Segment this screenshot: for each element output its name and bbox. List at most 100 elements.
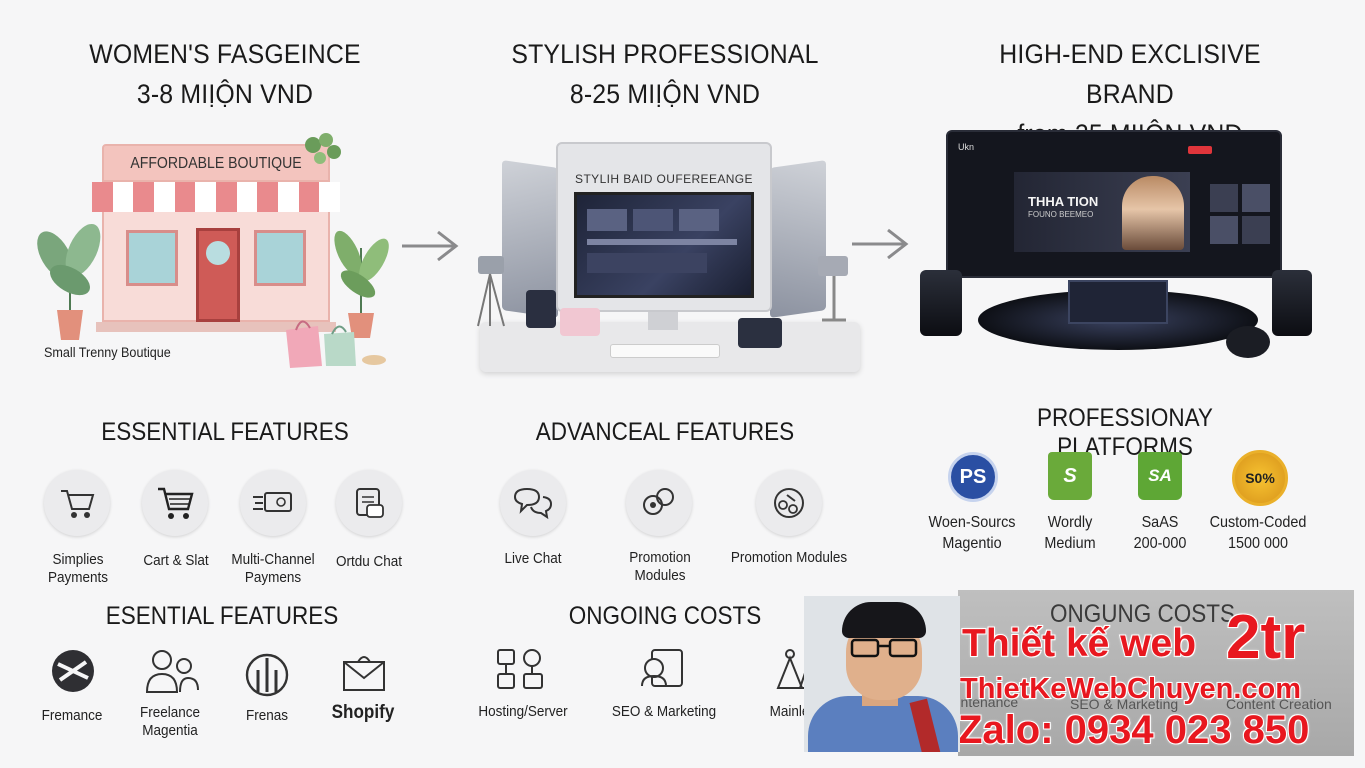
- keyboard: [610, 344, 720, 358]
- feature-label: Multi-Channel Paymens: [231, 551, 315, 586]
- users-icon: [145, 650, 199, 693]
- puck-device: [1226, 326, 1270, 358]
- feature-label: Promotion Modules: [629, 549, 691, 584]
- platform-badge: SA: [1148, 466, 1172, 485]
- brand-site-illustration: Ukn THHA TION FOUNO BEEMEO: [918, 130, 1318, 380]
- feature-label: SEO & Marketing: [611, 703, 717, 720]
- feature-multichannel: [240, 470, 306, 536]
- hosting-server-icon: [497, 649, 543, 689]
- feature-label: Promotion Modules: [730, 549, 848, 566]
- multichannel-payment-icon: [253, 492, 292, 512]
- promo-zalo-phone[interactable]: Zalo: 0934 023 850: [957, 707, 1310, 753]
- platform-label: Wordly Medium: [1044, 514, 1096, 552]
- shopify-envelope-icon: [343, 656, 385, 691]
- boutique-caption: Small Trenny Boutique: [44, 344, 171, 360]
- speaker-right: [1272, 270, 1312, 336]
- platforms-title: PROFESSIONAY PLATFORMS: [1037, 404, 1213, 461]
- hero-model-photo: [1122, 176, 1184, 250]
- feature-label: Ortdu Chat: [335, 553, 403, 570]
- feature-live-chat: [500, 470, 566, 536]
- phone-gadget: [526, 290, 556, 328]
- column-2-price: 8-25 MIỊỘN VND: [569, 79, 761, 109]
- column-1-header: WOMEN'S FASGEINCE 3-8 MIỊỘN VND: [60, 34, 390, 114]
- ongoing2-item: Content Creation: [1226, 696, 1332, 712]
- platform-badge: PS: [959, 465, 987, 488]
- advanced-title: ADVANCEAL FEATURES: [535, 418, 795, 446]
- ongoing2-item: SEO & Marketing: [1070, 696, 1179, 712]
- brand-site-cta: [1188, 146, 1212, 154]
- arrow-right-icon: [402, 230, 459, 262]
- shopify-logo-icon: S: [1048, 452, 1092, 500]
- feature-label: Simplies Payments: [47, 551, 109, 586]
- glasses-icon: [850, 638, 918, 658]
- shopify-label: Shopify: [331, 702, 395, 723]
- presenter-photo: [804, 596, 960, 752]
- plant-right-icon: [334, 230, 389, 338]
- feature-promotion-modules-2: [756, 470, 822, 536]
- brand-site-thumbs: [1210, 184, 1270, 244]
- promotion-chat-icon: [643, 488, 674, 515]
- promotion-modules-icon: [774, 488, 804, 518]
- shop-door: [196, 228, 240, 322]
- hero-subheading: FOUNO BEEMEO: [1028, 210, 1094, 219]
- brand-site-hero: THHA TION FOUNO BEEMEO: [1014, 172, 1190, 252]
- boutique-illustration: AFFORDABLE BOUTIQUE: [30, 130, 410, 380]
- shop-front: [102, 212, 330, 322]
- feature-label: Frenas: [245, 707, 289, 724]
- plant-left-icon: [37, 223, 101, 340]
- prestashop-logo-icon: PS: [948, 452, 998, 502]
- column-2-header: STYLISH PROFESSIONAL 8-25 MIỊỘN VND: [490, 34, 840, 114]
- shop-sign-board: AFFORDABLE BOUTIQUE: [102, 144, 330, 182]
- order-chat-icon: [356, 488, 384, 518]
- hanging-plant-icon: [305, 133, 341, 164]
- monitor-frame: STYLIH BAID OUFEREEANGE: [556, 142, 772, 312]
- seo-marketing-icon: [641, 649, 683, 687]
- pink-gadget: [560, 308, 600, 336]
- arrow-right-icon: [852, 228, 909, 260]
- promo-headline: Thiết kế web: [961, 621, 1197, 666]
- feature-label: Hosting/Server: [478, 703, 568, 720]
- ongoing2-title: ONGUNG COSTS: [1050, 600, 1236, 628]
- platform-label: Woen-Sourcs Magentio: [928, 514, 1016, 552]
- column-3-title: HIGH-END EXCLISIVE BRAND: [999, 39, 1261, 109]
- shop-window-left: [126, 230, 178, 286]
- presenter-hair: [842, 602, 926, 638]
- camera-tripod-icon: [477, 256, 505, 327]
- stage-screen: [1068, 280, 1168, 324]
- feature-cart: [142, 470, 208, 536]
- brand-site-screen: Ukn THHA TION FOUNO BEEMEO: [946, 130, 1282, 278]
- column-1-title: WOMEN'S FASGEINCE: [89, 39, 361, 69]
- device-stand-icon: [818, 256, 848, 322]
- feature-label: Freelance Magentia: [139, 704, 201, 739]
- platform-label: Custom-Coded 1500 000: [1209, 514, 1307, 552]
- shopping-bags-icon: [286, 320, 386, 368]
- monitor-screen: [574, 192, 754, 298]
- shopify-plus-logo-icon: SA: [1138, 452, 1182, 500]
- shop-sign: AFFORDABLE BOUTIQUE: [130, 155, 302, 172]
- magento-icon: [245, 653, 289, 697]
- tablet-gadget: [738, 318, 782, 348]
- monitor-header: STYLIH BAID OUFEREEANGE: [575, 172, 753, 186]
- column-1-price: 3-8 MIỊỘN VND: [136, 79, 314, 109]
- platform-badge: S: [1063, 464, 1077, 487]
- feature-label: Fremance: [41, 707, 103, 724]
- live-chat-icon: [513, 487, 553, 520]
- promo-site-link[interactable]: ThietKeWebChuyen.com: [959, 672, 1302, 706]
- freelance-icon: [52, 650, 94, 692]
- shop-window-right: [254, 230, 306, 286]
- platform-badge: S0%: [1245, 470, 1275, 486]
- cart-icon: [158, 487, 194, 519]
- promo-banner[interactable]: ONGUNG COSTS Maintenance SEO & Marketing…: [938, 590, 1354, 756]
- hero-heading: THHA TION: [1028, 194, 1099, 209]
- feature-simple-payments: [44, 470, 110, 536]
- feature-label: Cart & Slat: [143, 552, 209, 569]
- shop-step: [96, 322, 336, 332]
- monitor-stand: [648, 312, 678, 330]
- brand-site-logo: Ukn: [958, 142, 975, 152]
- column-2-title: STYLISH PROFESSIONAL: [511, 39, 819, 69]
- gold-badge-icon: S0%: [1232, 450, 1288, 506]
- ongoing-title: ONGOING COSTS: [568, 602, 762, 630]
- promo-price: 2tr: [1225, 603, 1306, 672]
- feature-label: Live Chat: [504, 550, 562, 567]
- cart-payment-icon: [61, 490, 95, 518]
